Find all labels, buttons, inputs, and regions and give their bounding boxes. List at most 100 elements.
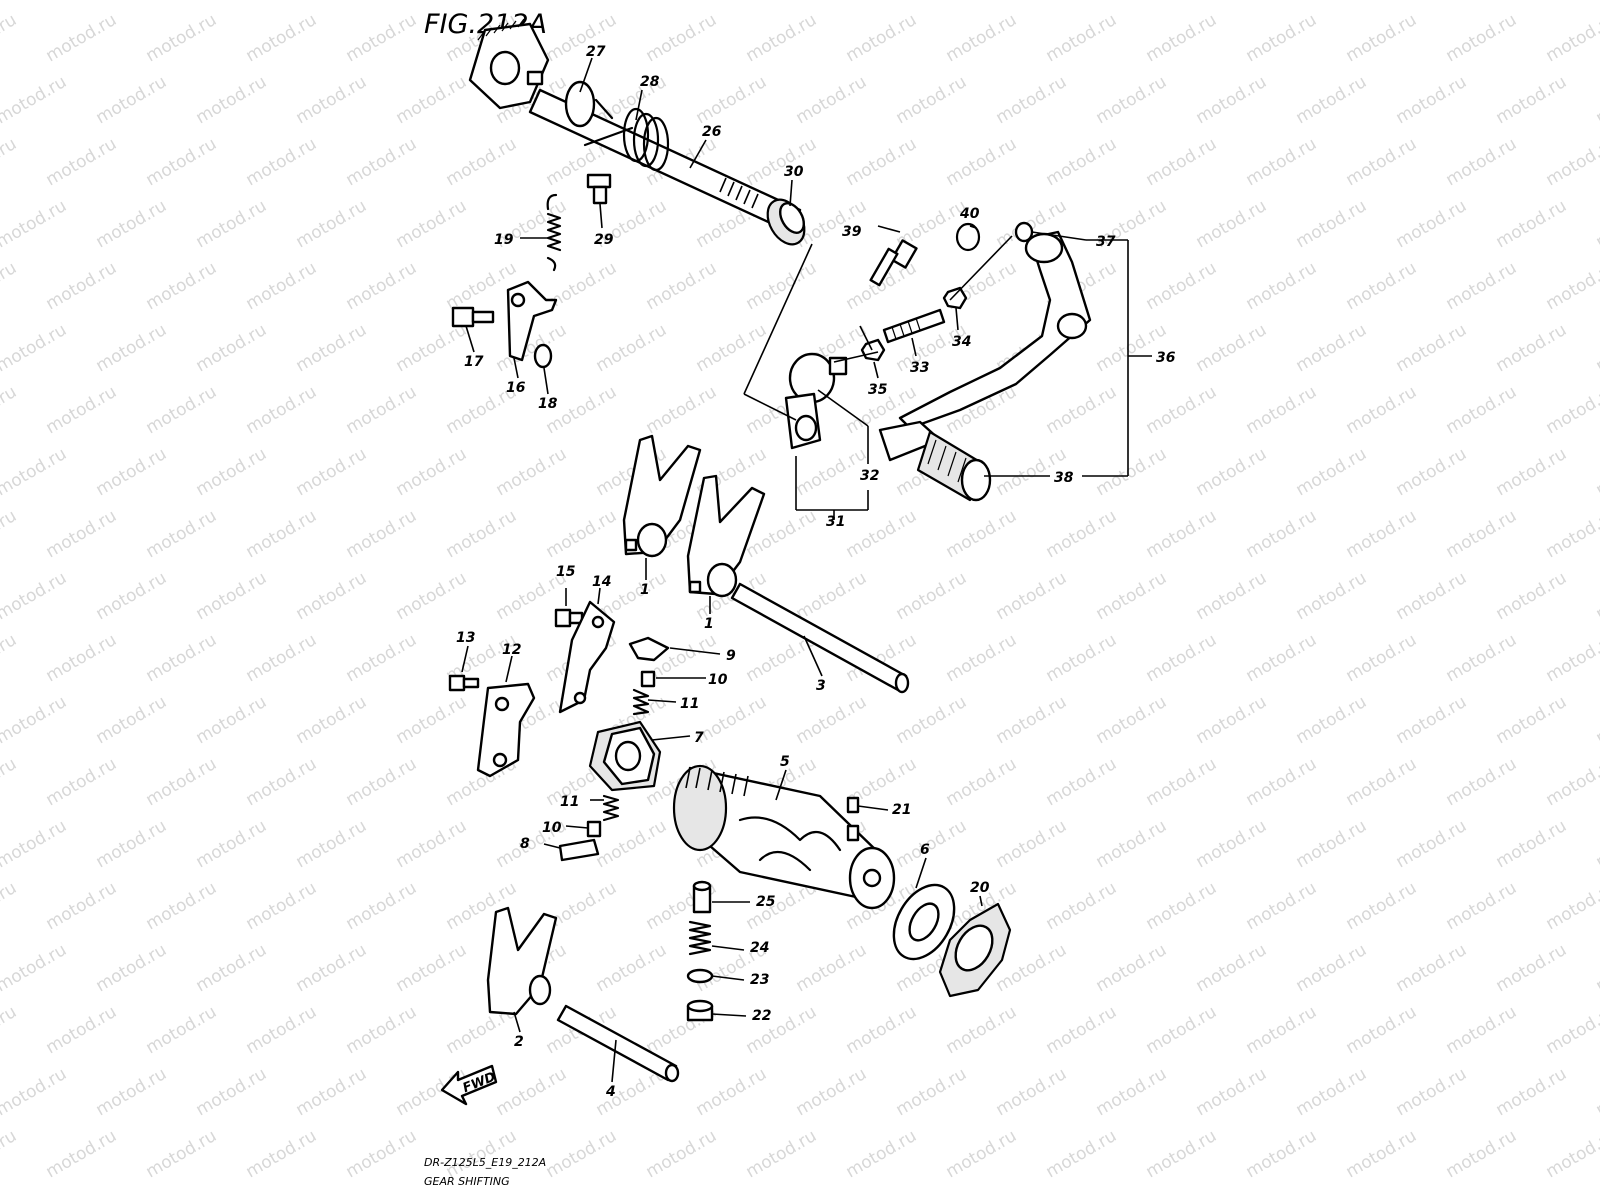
watermark-text: motod.ru bbox=[1493, 1064, 1571, 1120]
callout-18: 18 bbox=[538, 396, 558, 412]
part-38-footrest-rubber-icon bbox=[878, 420, 992, 502]
callout-11b: 11 bbox=[560, 794, 579, 810]
watermark-text: motod.ru bbox=[0, 940, 70, 996]
part-6-washer-icon bbox=[892, 883, 956, 961]
watermark-text: motod.ru bbox=[993, 692, 1071, 748]
watermark-text: motod.ru bbox=[693, 320, 771, 376]
part-17-bolt-icon bbox=[451, 306, 495, 328]
callout-8: 8 bbox=[520, 836, 530, 852]
watermark-text: motod.ru bbox=[1043, 1126, 1121, 1182]
part-7-gearshift-cam-plate-icon bbox=[588, 720, 662, 792]
watermark-text: motod.ru bbox=[43, 1002, 121, 1058]
watermark-text: motod.ru bbox=[1143, 10, 1221, 66]
watermark-text: motod.ru bbox=[343, 1002, 421, 1058]
watermark-text: motod.ru bbox=[1243, 134, 1321, 190]
callout-15: 15 bbox=[556, 564, 576, 580]
watermark-text: motod.ru bbox=[443, 506, 521, 562]
part-1-shift-fork-b-icon bbox=[686, 474, 766, 598]
watermark-text: motod.ru bbox=[1493, 72, 1571, 128]
watermark-text: motod.ru bbox=[343, 878, 421, 934]
watermark-text: motod.ru bbox=[93, 196, 171, 252]
watermark-text: motod.ru bbox=[1093, 444, 1171, 500]
watermark-text: motod.ru bbox=[0, 816, 70, 872]
watermark-text: motod.ru bbox=[543, 506, 621, 562]
watermark-text: motod.ru bbox=[843, 1002, 921, 1058]
watermark-text: motod.ru bbox=[693, 0, 771, 4]
watermark-text: motod.ru bbox=[1343, 878, 1421, 934]
watermark-text: motod.ru bbox=[1293, 320, 1371, 376]
watermark-text: motod.ru bbox=[943, 754, 1021, 810]
watermark-text: motod.ru bbox=[843, 506, 921, 562]
watermark-text: motod.ru bbox=[1193, 568, 1271, 624]
part-9-gearshift-pawl-icon bbox=[628, 636, 670, 662]
watermark-text: motod.ru bbox=[993, 72, 1071, 128]
watermark-text: motod.ru bbox=[1343, 382, 1421, 438]
watermark-text: motod.ru bbox=[293, 568, 371, 624]
part-10b-pin-icon bbox=[586, 820, 602, 838]
watermark-text: motod.ru bbox=[443, 1126, 521, 1182]
watermark-text: motod.ru bbox=[93, 444, 171, 500]
watermark-text: motod.ru bbox=[893, 816, 971, 872]
watermark-text: motod.ru bbox=[1343, 1002, 1421, 1058]
watermark-text: motod.ru bbox=[1443, 1002, 1521, 1058]
callout-14: 14 bbox=[592, 574, 611, 590]
callout-20: 20 bbox=[970, 880, 990, 896]
watermark-text: motod.ru bbox=[1393, 444, 1471, 500]
callout-33: 33 bbox=[910, 360, 929, 376]
watermark-text: motod.ru bbox=[1043, 506, 1121, 562]
watermark-text: motod.ru bbox=[843, 134, 921, 190]
watermark-text: motod.ru bbox=[143, 258, 221, 314]
part-19-spring-icon bbox=[546, 193, 562, 272]
watermark-text: motod.ru bbox=[1243, 258, 1321, 314]
watermark-text: motod.ru bbox=[193, 1064, 271, 1120]
watermark-text: motod.ru bbox=[0, 630, 20, 686]
watermark-text: motod.ru bbox=[643, 1126, 721, 1182]
watermark-text: motod.ru bbox=[393, 816, 471, 872]
watermark-text: motod.ru bbox=[1243, 630, 1321, 686]
watermark-text: motod.ru bbox=[993, 816, 1071, 872]
watermark-text: motod.ru bbox=[943, 1126, 1021, 1182]
watermark-text: motod.ru bbox=[1043, 134, 1121, 190]
watermark-text: motod.ru bbox=[1143, 506, 1221, 562]
watermark-text: motod.ru bbox=[1493, 568, 1571, 624]
watermark-text: motod.ru bbox=[193, 72, 271, 128]
watermark-text: motod.ru bbox=[1393, 940, 1471, 996]
watermark-text: motod.ru bbox=[1543, 382, 1600, 438]
watermark-text: motod.ru bbox=[1393, 72, 1471, 128]
callout-37: 37 bbox=[1096, 234, 1116, 250]
watermark-text: motod.ru bbox=[0, 10, 20, 66]
watermark-text: motod.ru bbox=[393, 692, 471, 748]
watermark-text: motod.ru bbox=[0, 1126, 20, 1182]
watermark-text: motod.ru bbox=[1293, 196, 1371, 252]
watermark-text: motod.ru bbox=[1243, 382, 1321, 438]
watermark-text: motod.ru bbox=[243, 258, 321, 314]
watermark-text: motod.ru bbox=[443, 134, 521, 190]
watermark-text: motod.ru bbox=[793, 692, 871, 748]
callout-1a: 1 bbox=[640, 582, 650, 598]
part-13-screw-icon bbox=[448, 674, 480, 692]
watermark-text: motod.ru bbox=[1593, 1064, 1600, 1120]
watermark-text: motod.ru bbox=[1343, 1126, 1421, 1182]
watermark-text: motod.ru bbox=[1543, 10, 1600, 66]
watermark-text: motod.ru bbox=[1393, 0, 1471, 4]
watermark-text: motod.ru bbox=[1243, 506, 1321, 562]
watermark-text: motod.ru bbox=[493, 1064, 571, 1120]
callout-34: 34 bbox=[952, 334, 971, 350]
callout-13: 13 bbox=[456, 630, 475, 646]
watermark-text: motod.ru bbox=[1593, 196, 1600, 252]
watermark-text: motod.ru bbox=[243, 382, 321, 438]
watermark-text: motod.ru bbox=[193, 692, 271, 748]
watermark-text: motod.ru bbox=[0, 754, 20, 810]
watermark-text: motod.ru bbox=[993, 0, 1071, 4]
part-8-gearshift-pawl-icon bbox=[558, 838, 600, 862]
watermark-text: motod.ru bbox=[1193, 692, 1271, 748]
watermark-text: motod.ru bbox=[1193, 320, 1271, 376]
callout-12: 12 bbox=[502, 642, 521, 658]
watermark-text: motod.ru bbox=[293, 1064, 371, 1120]
watermark-text: motod.ru bbox=[1593, 0, 1600, 4]
watermark-text: motod.ru bbox=[1043, 630, 1121, 686]
callout-1b: 1 bbox=[704, 616, 714, 632]
watermark-text: motod.ru bbox=[343, 134, 421, 190]
watermark-text: motod.ru bbox=[943, 630, 1021, 686]
